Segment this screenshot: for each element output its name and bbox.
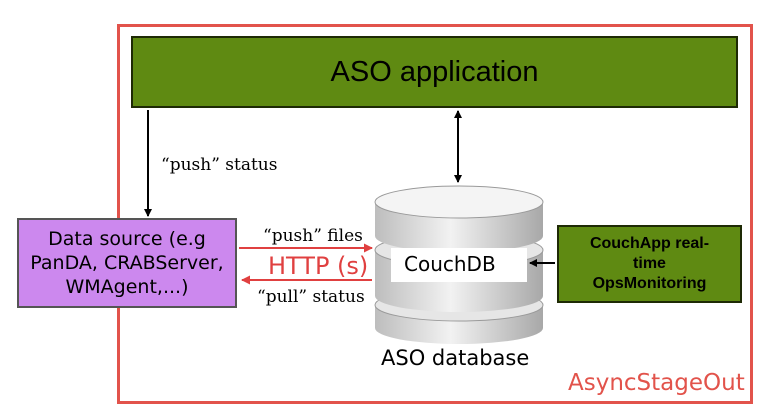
async-stage-out-frame [117, 24, 753, 404]
couchdb-label: CouchDB [404, 252, 496, 276]
async-stage-out-label: AsyncStageOut [568, 370, 745, 396]
data-source-label: Data source (e.g PanDA, CRABServer, WMAg… [30, 228, 224, 298]
couchdb-database-icon [374, 185, 544, 344]
aso-application-box: ASO application [131, 36, 738, 108]
aso-database-label: ASO database [381, 346, 530, 370]
http-label: HTTP (s) [268, 252, 369, 280]
ops-monitoring-box: CouchApp real- time OpsMonitoring [557, 225, 742, 303]
push-files-label: “push” files [263, 226, 363, 246]
pull-status-label: “pull” status [257, 287, 365, 307]
ops-monitoring-label: CouchApp real- time OpsMonitoring [589, 235, 710, 292]
push-status-label: “push” status [161, 155, 278, 175]
data-source-box: Data source (e.g PanDA, CRABServer, WMAg… [17, 218, 237, 308]
aso-application-label: ASO application [330, 55, 539, 88]
